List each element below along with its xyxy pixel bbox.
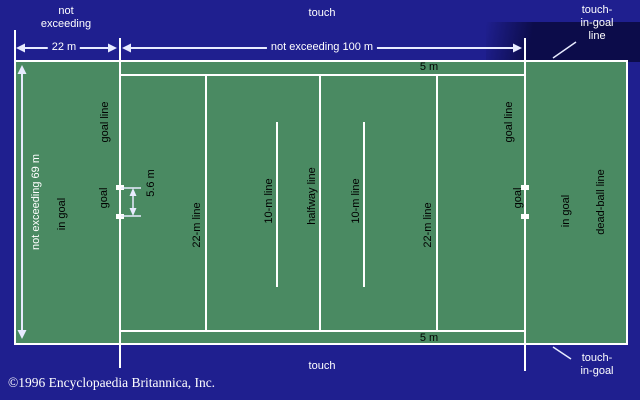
label-goal-left: goal <box>98 187 110 209</box>
label-not-exceeding-69m: not exceeding 69 m <box>30 153 42 251</box>
label-touch-in-goal-bottom-1: touch- <box>581 352 613 364</box>
label-touch-in-goal-line-3: line <box>588 30 606 42</box>
label-5m-top: 5 m <box>419 61 439 73</box>
label-touch-top: touch <box>308 7 336 19</box>
label-touch-in-goal-bottom-2: in-goal <box>580 365 614 377</box>
goal-post-mark <box>116 214 124 219</box>
label-goal-right: goal <box>512 187 524 209</box>
goal-line-right <box>524 38 526 371</box>
22-m-line-right <box>436 75 438 332</box>
label-goal-line-left: goal line <box>99 101 111 143</box>
label-touch-bottom: touch <box>308 360 336 372</box>
label-in-goal-left: in goal <box>56 197 68 231</box>
goal-line-left <box>119 38 121 368</box>
label-exceeding: exceeding <box>40 18 92 30</box>
label-10-m-line-right: 10-m line <box>350 178 362 224</box>
goal-post-mark <box>521 185 529 190</box>
label-5m-bottom: 5 m <box>419 332 439 344</box>
dead-ball-line-left-extension <box>14 30 16 62</box>
label-touch-in-goal-line: touch- in-goal line <box>566 4 628 43</box>
5-m-line-bottom <box>121 330 526 332</box>
label-22m: 22 m <box>47 41 81 53</box>
label-not-exceeding-100m: not exceeding 100 m <box>266 41 378 53</box>
22-m-line-left <box>205 75 207 332</box>
5-m-line-top <box>121 74 526 76</box>
label-not-exceeding-width: not exceeding <box>14 5 118 31</box>
copyright: ©1996 Encyclopaedia Britannica, Inc. <box>8 375 216 390</box>
halfway-line <box>319 75 321 332</box>
10-m-line-left <box>276 122 278 287</box>
label-in-goal-right: in goal <box>560 194 572 228</box>
label-dead-ball-line: dead-ball line <box>595 169 607 235</box>
label-goal-width-5-6m: 5.6 m <box>145 169 157 197</box>
label-touch-in-goal-line-2: in-goal <box>580 17 614 29</box>
label-touch-in-goal-line-1: touch- <box>581 4 613 16</box>
10-m-line-right <box>363 122 365 287</box>
label-10-m-line-left: 10-m line <box>263 178 275 224</box>
label-touch-in-goal-bottom: touch- in-goal <box>566 352 628 378</box>
goal-post-mark <box>116 185 124 190</box>
label-goal-line-right: goal line <box>503 101 515 143</box>
label-halfway-line: halfway line <box>306 167 318 225</box>
label-not: not <box>58 5 74 17</box>
label-22-m-line-right: 22-m line <box>422 202 434 248</box>
label-22-m-line-left: 22-m line <box>191 202 203 248</box>
goal-post-mark <box>521 214 529 219</box>
